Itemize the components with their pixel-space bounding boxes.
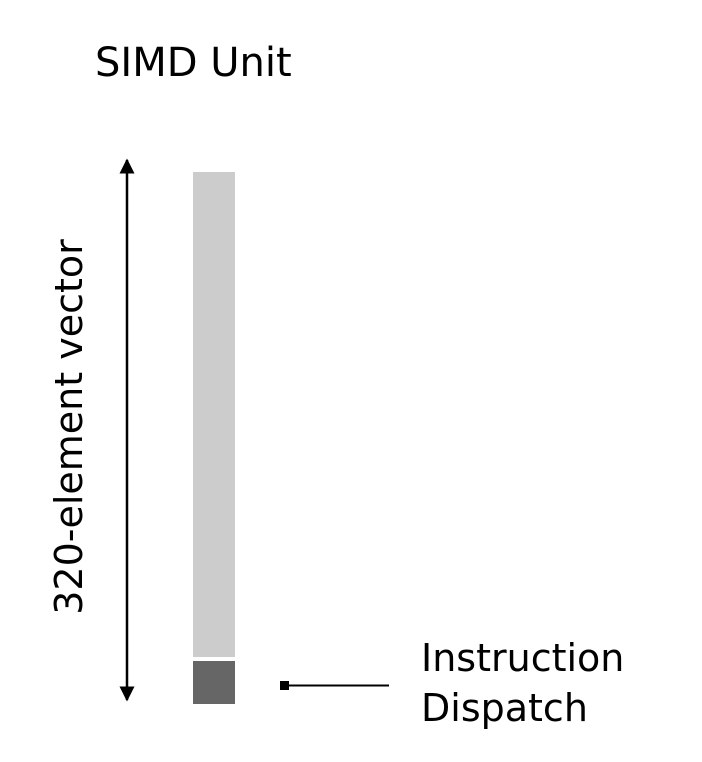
vector-lanes-bar: [193, 172, 235, 657]
dispatch-label-line2: Dispatch: [421, 686, 588, 730]
dispatch-connector-end: [280, 681, 289, 690]
simd-unit-title: SIMD Unit: [95, 40, 292, 86]
instruction-dispatch-label: Instruction Dispatch: [421, 633, 624, 733]
dispatch-block: [193, 661, 235, 704]
dispatch-label-line1: Instruction: [421, 636, 625, 680]
